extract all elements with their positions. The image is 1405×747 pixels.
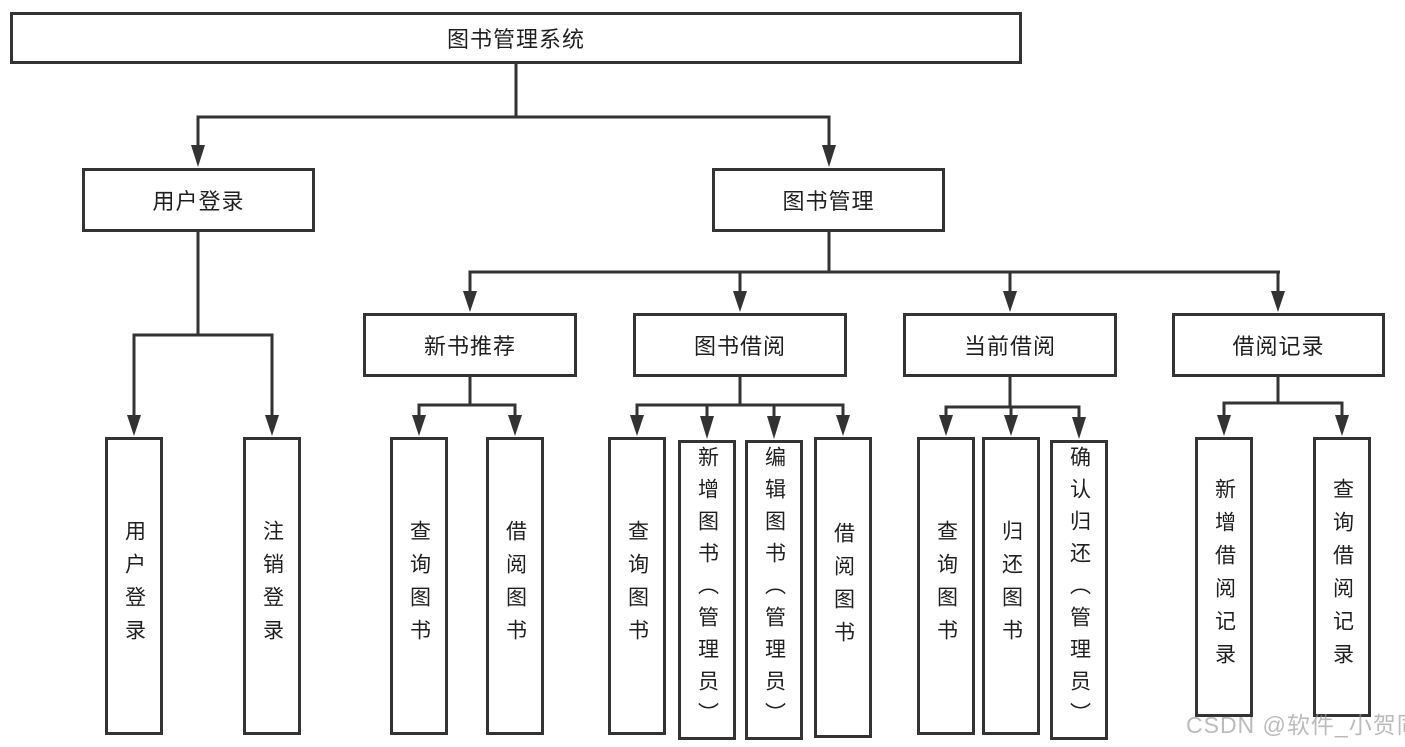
leaf-bb-add-book-admin: 新增图书（管理员） (678, 440, 736, 740)
leaf-logout: 注销登录 (243, 437, 301, 735)
leaf-bb-borrow-book: 借阅图书 (814, 437, 872, 738)
leaf-cb-return-book: 归还图书 (982, 437, 1040, 735)
leaf-cb-query-book: 查询图书 (917, 437, 975, 735)
node-borrow-record: 借阅记录 (1172, 313, 1385, 377)
leaf-nb-borrow-book: 借阅图书 (486, 437, 544, 735)
node-book-borrow: 图书借阅 (633, 313, 847, 377)
node-new-book-recommend: 新书推荐 (363, 313, 577, 377)
leaf-user-login: 用户登录 (105, 437, 163, 735)
node-user-login-group: 用户登录 (82, 168, 315, 232)
node-library-system: 图书管理系统 (10, 12, 1022, 64)
leaf-br-add-record: 新增借阅记录 (1195, 437, 1253, 717)
leaf-cb-confirm-return-admin: 确认归还（管理员） (1050, 440, 1108, 740)
leaf-bb-edit-book-admin: 编辑图书（管理员） (745, 440, 803, 740)
csdn-watermark: CSDN @软件_小贺同学 (1186, 712, 1405, 738)
node-book-management: 图书管理 (712, 168, 945, 232)
leaf-bb-query-book: 查询图书 (608, 437, 666, 735)
node-current-borrow: 当前借阅 (903, 313, 1117, 377)
leaf-br-query-record: 查询借阅记录 (1313, 437, 1371, 717)
leaf-nb-query-book: 查询图书 (390, 437, 448, 735)
